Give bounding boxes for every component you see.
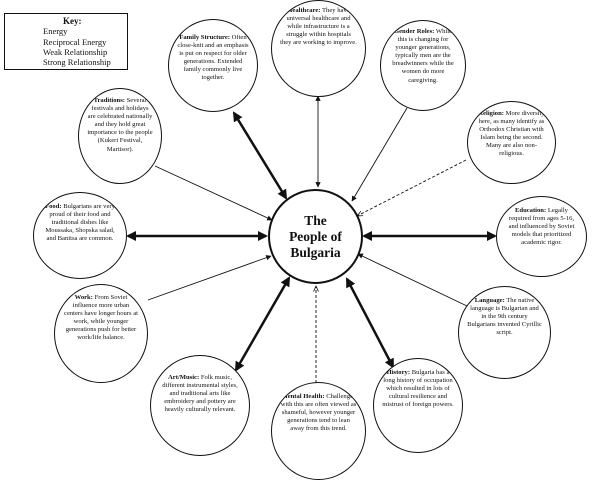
node-food: Food: Bulgarians are very proud of their… (33, 192, 127, 279)
legend-title: Key: (63, 16, 82, 26)
legend-weak-label: Weak Relationship (43, 47, 108, 57)
node-family-title: Family Structure: (179, 34, 230, 41)
node-gender-roles: Gender Roles: While this is changing for… (380, 20, 466, 111)
link-religion (357, 159, 467, 216)
link-gender (351, 107, 408, 202)
center-node: The People of Bulgaria (268, 189, 363, 284)
node-work-body: From Soviet influence more urban centers… (64, 294, 138, 342)
node-gender-title: Gender Roles: (393, 28, 435, 35)
node-history-body: Bulgaria has a long history of occupatio… (382, 369, 454, 409)
node-traditions-title: Traditions: (93, 97, 125, 104)
node-traditions-body: Several festivals and holidays are celeb… (87, 97, 153, 153)
node-healthcare-title: Healthcare: (287, 7, 321, 14)
link-traditions (154, 165, 273, 221)
node-education: Education: Legally required from ages 5-… (496, 196, 587, 277)
link-history (345, 277, 395, 369)
node-mental-title: Mental Health: (281, 393, 325, 400)
node-family-body: Often close-knit and an emphasis is put … (177, 34, 249, 82)
link-family (232, 111, 288, 200)
node-food-title: Food: (45, 203, 62, 210)
link-work (147, 255, 272, 301)
link-art (234, 276, 291, 372)
node-healthcare: Healthcare: They have universal healthca… (271, 0, 366, 97)
node-education-body: Legally required from ages 5-16, and inf… (508, 207, 575, 247)
node-art-title: Art/Music: (168, 374, 200, 381)
legend-key: Key: Energy Reciprocal Energy Weak Relat… (4, 13, 128, 70)
node-language: Language: The native language is Bulgari… (458, 286, 551, 379)
node-mental-health: Mental Health: Challenges with this are … (271, 382, 366, 480)
node-education-title: Education: (515, 207, 547, 214)
node-work-title: Work: (74, 294, 93, 301)
node-language-title: Language: (474, 297, 505, 304)
node-work: Work: From Soviet influence more urban c… (54, 284, 148, 383)
node-art-body: Folk music, different instrumental style… (162, 374, 238, 414)
node-mental-body: Challenges with this are often viewed as… (280, 393, 357, 433)
legend-strong-label: Strong Relationship (43, 57, 111, 67)
center-line-3: Bulgaria (290, 244, 341, 260)
node-healthcare-body: They have universal healthcare and while… (280, 7, 357, 47)
node-history-title: History: (386, 369, 411, 376)
node-gender-body: While this is changing for younger gener… (392, 28, 454, 84)
node-religion-body: More diversity here, as many identify as… (478, 110, 545, 158)
node-traditions: Traditions: Several festivals and holida… (78, 88, 162, 184)
node-religion: Religion: More diversity here, as many i… (467, 101, 556, 184)
node-history: History: Bulgaria has a long history of … (373, 358, 463, 453)
center-line-1: The (304, 212, 327, 228)
node-food-body: Bulgarians are very proud of their food … (45, 203, 115, 243)
legend-reciprocal-label: Reciprocal Energy (43, 37, 107, 47)
legend-energy-label: Energy (43, 26, 68, 36)
link-language (357, 253, 468, 307)
center-line-2: People of (289, 228, 342, 244)
node-religion-title: Religion: (478, 110, 504, 117)
node-family-structure: Family Structure: Often close-knit and a… (168, 19, 258, 112)
node-art-music: Art/Music: Folk music, different instrum… (150, 355, 250, 456)
node-language-body: The native language is Bulgarian and in … (467, 297, 542, 337)
